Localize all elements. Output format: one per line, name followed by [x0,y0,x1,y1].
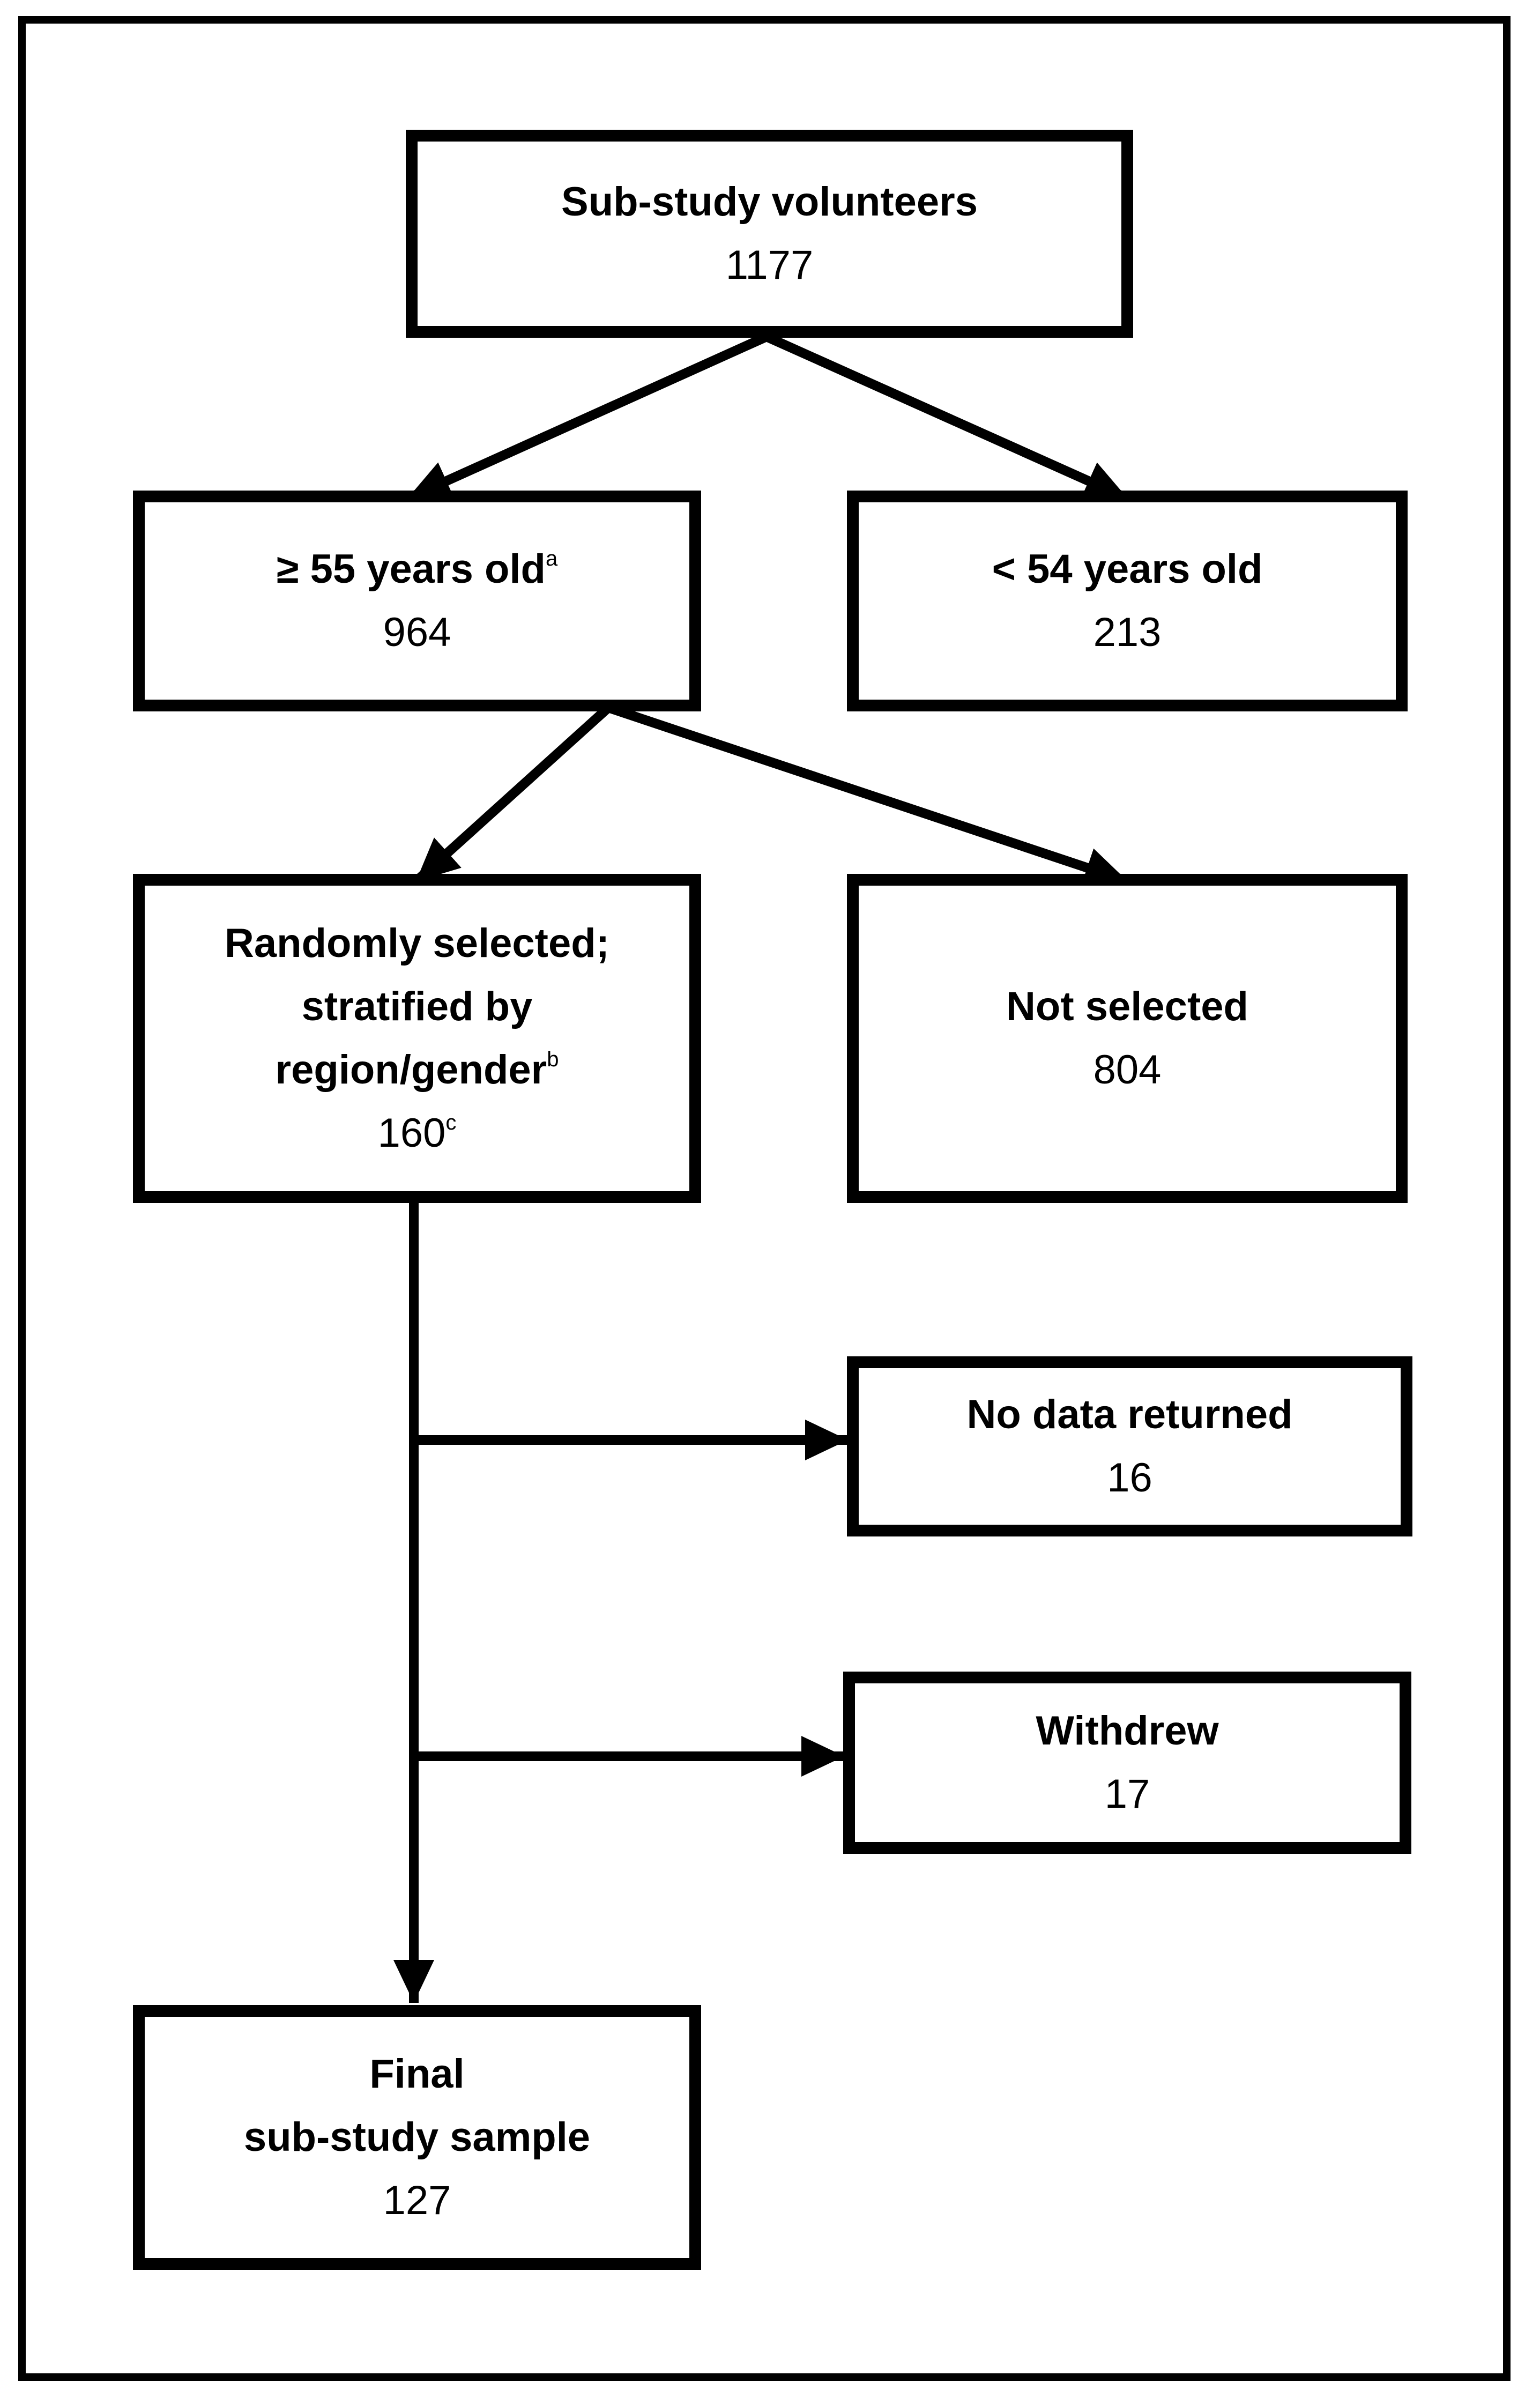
selected-count-footnote-marker: c [445,1110,457,1134]
box-age-under-54: < 54 years old 213 [847,491,1408,711]
box-sub-study-volunteers: Sub-study volunteers 1177 [406,130,1133,338]
not-selected-title: Not selected [1006,984,1248,1029]
volunteers-count: 1177 [725,242,814,288]
box-withdrew: Withdrew 17 [843,1672,1411,1854]
selected-title-line3-wrap: region/genderb [276,1038,559,1102]
arrow-age55-to-selected [412,704,612,885]
final-title-line1: Final [369,2051,465,2097]
box-final-sample: Final sub-study sample 127 [133,2005,701,2270]
age55-title-line: ≥ 55 years olda [277,538,557,601]
selected-title-line3: region/gender [275,1047,547,1093]
box-no-data-returned: No data returned 16 [847,1356,1412,1536]
not-selected-count: 804 [1093,1047,1162,1093]
selected-footnote-marker: b [547,1047,559,1071]
age55-count: 964 [383,610,451,655]
figure-frame [18,16,1511,2381]
no-data-title: No data returned [966,1392,1293,1437]
box-not-selected: Not selected 804 [847,874,1408,1203]
arrow-volunteers-to-age55 [405,332,769,503]
final-count: 127 [383,2178,451,2223]
volunteers-title: Sub-study volunteers [561,179,978,225]
age54-title: < 54 years old [992,546,1263,592]
box-age-55-plus: ≥ 55 years olda 964 [133,491,701,711]
box-randomly-selected: Randomly selected; stratified by region/… [133,874,701,1203]
arrow-volunteers-to-age54 [764,332,1130,503]
age54-count: 213 [1093,610,1162,655]
selected-count: 160 [377,1110,446,1156]
age55-title: ≥ 55 years old [276,546,546,592]
selected-title-line1: Randomly selected; [225,920,609,966]
selected-title-line2: stratified by [301,984,533,1029]
final-title-line2: sub-study sample [243,2114,591,2160]
arrow-age55-to-not-selected [607,703,1129,887]
age55-footnote-marker: a [545,546,558,570]
selected-count-wrap: 160c [378,1102,457,1165]
no-data-count: 16 [1107,1455,1152,1501]
withdrew-title: Withdrew [1036,1708,1219,1754]
withdrew-count: 17 [1104,1771,1150,1817]
